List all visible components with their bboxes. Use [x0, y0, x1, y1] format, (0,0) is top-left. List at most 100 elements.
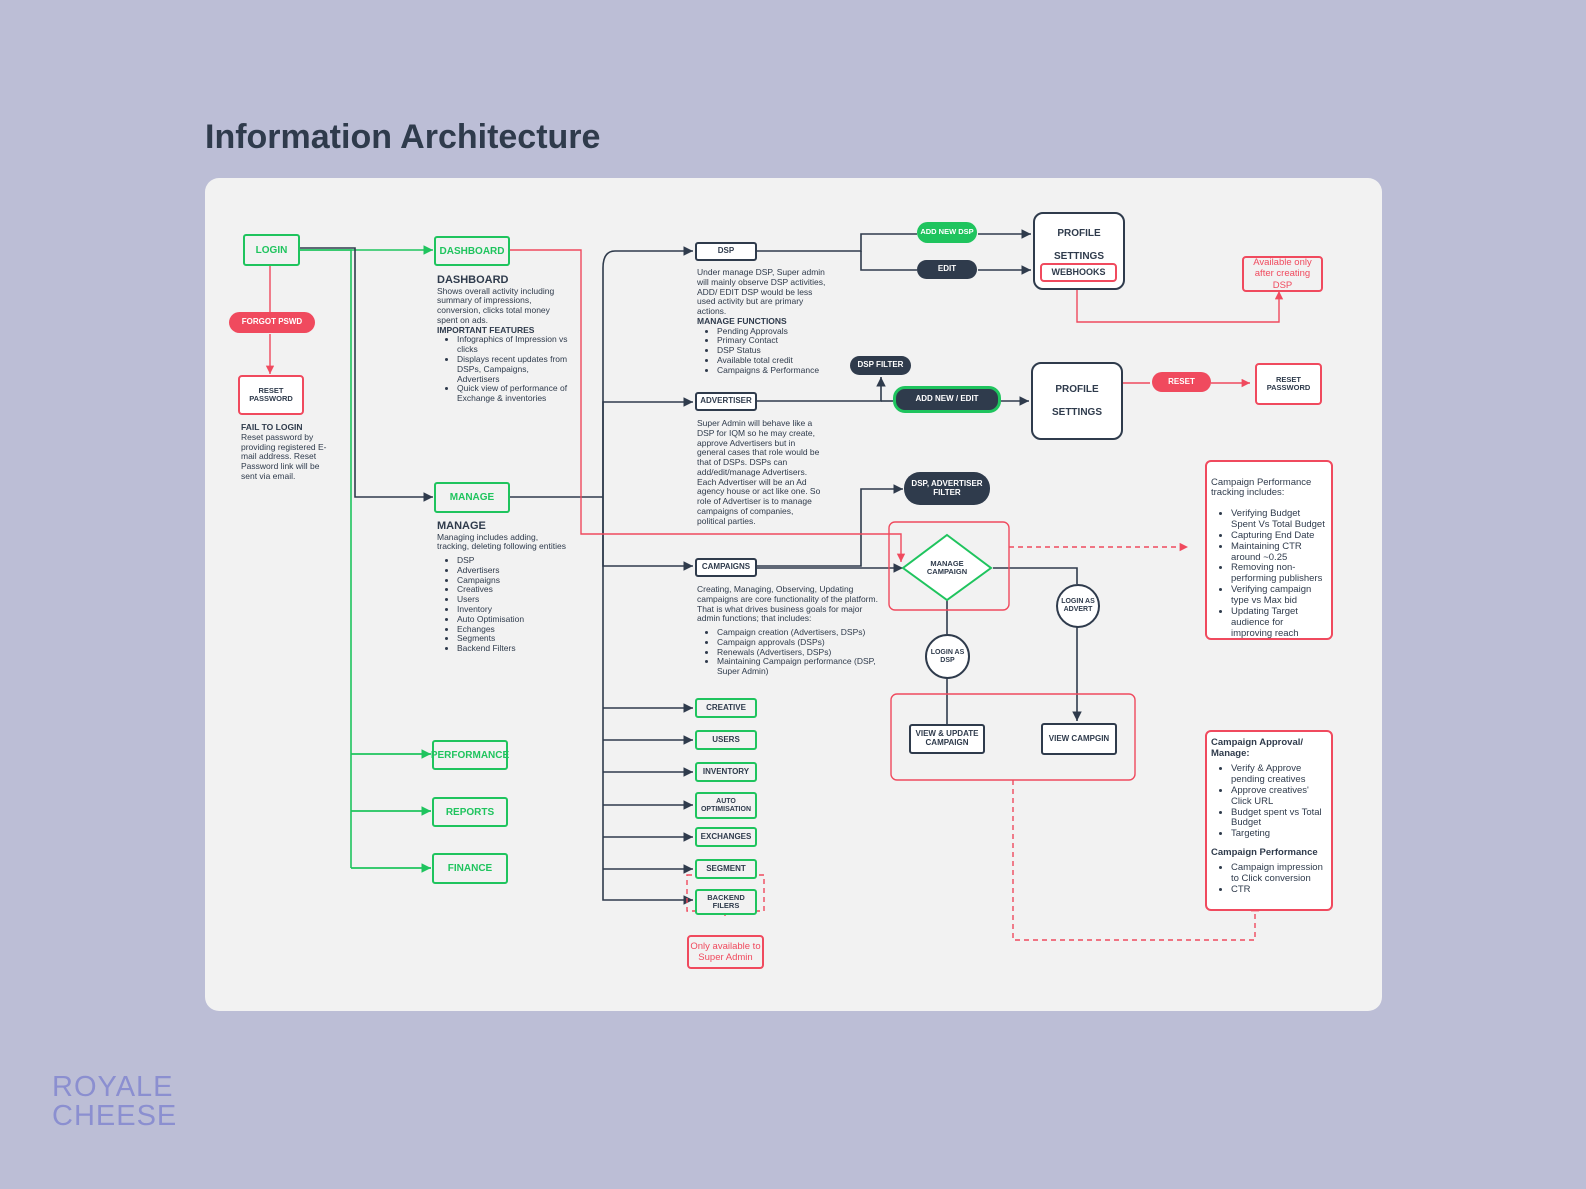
list-item: Echanges [457, 624, 572, 635]
brand-line-1: ROYALE [52, 1071, 174, 1103]
reset-password-node[interactable]: RESET PASSWORD [238, 375, 304, 415]
important-features-heading: IMPORTANT FEATURES [437, 324, 535, 335]
login-as-advert-node[interactable]: LOGIN AS ADVERT [1056, 584, 1100, 628]
list-item: Verifying campaign type vs Max bid [1231, 584, 1327, 607]
dsp-node[interactable]: DSP [695, 242, 757, 261]
list-item: Available total credit [717, 355, 832, 366]
list-item: Backend Filters [457, 643, 572, 654]
creative-node[interactable]: CREATIVE [695, 698, 757, 718]
list-item: Primary Contact [717, 336, 832, 346]
approval-box-subtitle: Campaign Performance [1211, 847, 1318, 859]
manage-body: Managing includes adding, tracking, dele… [437, 531, 566, 552]
dsp-description: Under manage DSP, Super admin will mainl… [697, 267, 832, 376]
campaign-approval-box: Campaign Approval/ Manage: Verify & Appr… [1205, 730, 1333, 911]
backend-note: Only available to Super Admin [687, 935, 764, 969]
list-item: DSP Status [717, 345, 832, 356]
finance-node[interactable]: FINANCE [432, 853, 508, 884]
campaigns-list: Campaign creation (Advertisers, DSPs) Ca… [697, 627, 879, 677]
dsp-filter-button[interactable]: DSP FILTER [850, 356, 911, 375]
connector-lines [265, 229, 1284, 941]
login-as-dsp-node[interactable]: LOGIN AS DSP [925, 634, 970, 679]
list-item: Campaigns [457, 575, 572, 586]
dashboard-description: DASHBOARD Shows overall activity includi… [437, 274, 572, 404]
add-new-dsp-button[interactable]: ADD NEW DSP [917, 222, 977, 243]
manage-functions-heading: MANAGE FUNCTIONS [697, 315, 787, 326]
list-item: Displays recent updates from DSPs, Campa… [457, 354, 572, 384]
campaign-performance-box: Campaign Performance tracking includes: … [1205, 460, 1333, 640]
campaigns-description: Creating, Managing, Observing, Updating … [697, 584, 879, 677]
backend-filers-node[interactable]: BACKEND FILERS [695, 889, 757, 915]
list-item: Infographics of Impression vs clicks [457, 335, 572, 355]
list-item: Inventory [457, 604, 572, 615]
approval-performance-list: Campaign impression to Click conversion … [1211, 862, 1327, 896]
list-item: Auto Optimisation [457, 614, 572, 625]
performance-box-title: Campaign Performance tracking includes: [1211, 476, 1312, 499]
view-update-campaign-node[interactable]: VIEW & UPDATE CAMPAIGN [909, 724, 985, 754]
login-description: FAIL TO LOGIN Reset password by providin… [241, 422, 327, 482]
list-item: Verify & Approve pending creatives [1231, 763, 1327, 786]
list-item: Capturing End Date [1231, 530, 1327, 542]
list-item: DSP [457, 555, 572, 566]
list-item: Creatives [457, 585, 572, 595]
dashboard-heading: DASHBOARD [437, 274, 509, 286]
reports-node[interactable]: REPORTS [432, 797, 508, 827]
webhooks-node[interactable]: WEBHOOKS [1040, 263, 1117, 282]
settings-label: SETTINGS [1053, 251, 1104, 262]
performance-node[interactable]: PERFORMANCE [431, 740, 509, 770]
dashboard-node[interactable]: DASHBOARD [434, 236, 510, 266]
functions-list: Pending Approvals Primary Contact DSP St… [697, 326, 832, 376]
exchanges-node[interactable]: EXCHANGES [695, 827, 757, 847]
list-item: Renewals (Advertisers, DSPs) [717, 647, 879, 658]
profile-label: PROFILE [1057, 228, 1101, 239]
performance-list: Verifying Budget Spent Vs Total Budget C… [1211, 508, 1327, 640]
approval-list: Verify & Approve pending creatives Appro… [1211, 763, 1327, 840]
manage-campaign-diamond [901, 533, 993, 602]
profile-label: PROFILE [1055, 384, 1099, 395]
page-title: Information Architecture [205, 118, 601, 156]
list-item: Maintaining CTR around ~0.25 [1231, 541, 1327, 564]
list-item: Quick view of performance of Exchange & … [457, 384, 572, 404]
reset-password-advertiser-node[interactable]: RESET PASSWORD [1255, 363, 1322, 405]
manage-campaign-label[interactable]: MANAGE CAMPAIGN [926, 559, 968, 577]
settings-label: SETTINGS [1051, 407, 1102, 418]
fail-to-login-body: Reset password by providing registered E… [241, 431, 327, 481]
login-node[interactable]: LOGIN [243, 234, 300, 266]
inventory-node[interactable]: INVENTORY [695, 762, 757, 782]
advertiser-node[interactable]: ADVERTISER [695, 392, 757, 411]
fail-to-login-heading: FAIL TO LOGIN [241, 422, 303, 432]
reset-button[interactable]: RESET [1152, 372, 1211, 392]
list-item: CTR [1231, 884, 1327, 896]
users-node[interactable]: USERS [695, 730, 757, 750]
list-item: Maintaining Campaign performance (DSP, S… [717, 657, 879, 677]
list-item: Users [457, 594, 572, 605]
manage-heading: MANAGE [437, 520, 486, 532]
dsp-advertiser-filter-button[interactable]: DSP, ADVERTISER FILTER [904, 472, 990, 505]
list-item: Verifying Budget Spent Vs Total Budget [1231, 508, 1327, 531]
list-item: Pending Approvals [717, 326, 832, 337]
brand-logo: ROYALE CHEESE [52, 1073, 177, 1131]
segment-node[interactable]: SEGMENT [695, 859, 757, 879]
list-item: Campaign impression to Click conversion [1231, 862, 1327, 885]
add-new-edit-button[interactable]: ADD NEW / EDIT [893, 386, 1001, 413]
list-item: Targeting [1231, 828, 1327, 840]
approval-box-title: Campaign Approval/ Manage: [1211, 737, 1304, 759]
view-campgin-node[interactable]: VIEW CAMPGIN [1041, 723, 1117, 755]
webhooks-note: Available only after creating DSP [1242, 256, 1323, 292]
list-item: Segments [457, 634, 572, 644]
auto-optimisation-node[interactable]: AUTO OPTIMISATION [695, 792, 757, 819]
forgot-pswd-button[interactable]: FORGOT PSWD [229, 312, 315, 333]
list-item: Advertisers [457, 565, 572, 576]
campaigns-node[interactable]: CAMPAIGNS [695, 558, 757, 577]
list-item: Updating Target audience for improving r… [1231, 606, 1327, 640]
diagram-canvas: LOGIN FORGOT PSWD RESET PASSWORD FAIL TO… [205, 178, 1382, 1011]
profile-settings-advertiser-node[interactable]: PROFILE SETTINGS [1031, 362, 1123, 440]
dashboard-body: Shows overall activity including summary… [437, 285, 555, 325]
manage-list: DSP Advertisers Campaigns Creatives User… [437, 555, 572, 654]
list-item: Campaign creation (Advertisers, DSPs) [717, 627, 879, 638]
edit-dsp-button[interactable]: EDIT [917, 260, 977, 279]
list-item: Approve creatives' Click URL [1231, 785, 1327, 808]
manage-node[interactable]: MANAGE [434, 482, 510, 513]
features-list: Infographics of Impression vs clicks Dis… [437, 335, 572, 403]
list-item: Campaigns & Performance [717, 365, 832, 376]
advertiser-description: Super Admin will behave like a DSP for I… [697, 418, 821, 526]
